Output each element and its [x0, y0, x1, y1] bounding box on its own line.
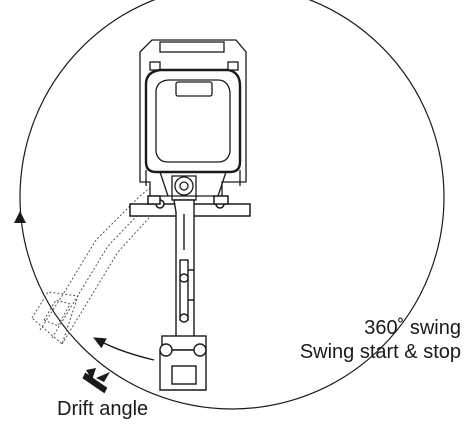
arm — [173, 199, 195, 341]
label-swing-start-stop: Swing start & stop — [299, 341, 461, 363]
drift-arrow — [82, 368, 110, 394]
swing-start-stop-arrow — [93, 337, 155, 361]
label-drift-angle: Drift angle — [57, 398, 149, 420]
circle-direction-arrow — [14, 211, 26, 223]
swing-circle — [19, 0, 445, 410]
excavator-body — [139, 39, 247, 201]
label-360-swing: 360˚ swing — [364, 317, 461, 339]
bucket — [159, 335, 207, 391]
